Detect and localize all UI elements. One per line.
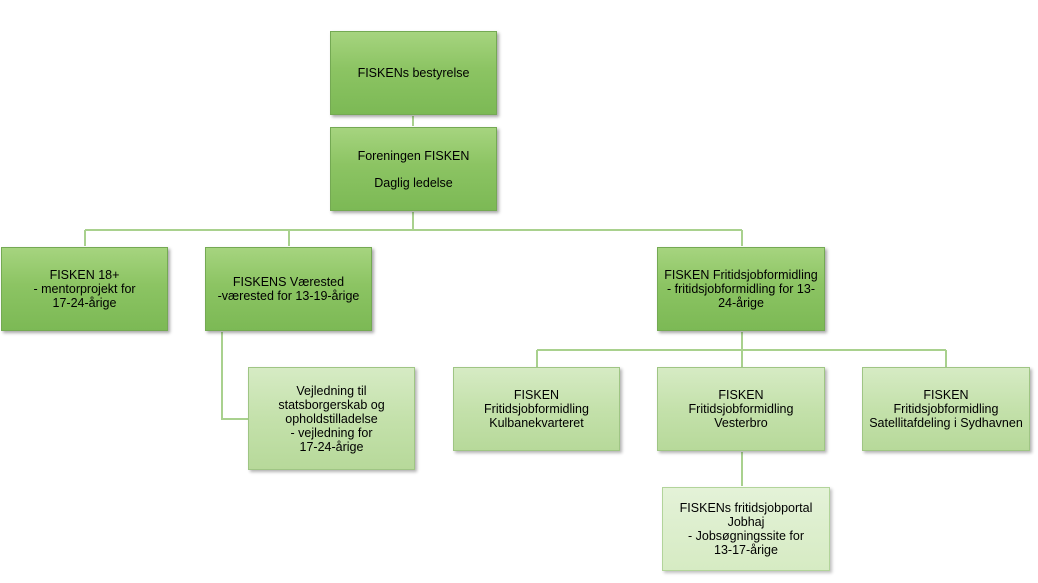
vaerested-title: FISKENS Værested [232, 275, 345, 289]
management-sub: Daglig ledelse [374, 175, 453, 190]
jobhaj-desc-1: - Jobsøgningssite for [687, 529, 805, 543]
vaerested-box: FISKENS Værested -værested for 13-19-åri… [205, 247, 372, 331]
management-name: Foreningen FISKEN [357, 148, 470, 163]
vejledning-title-1: Vejledning til [296, 383, 367, 398]
jobhaj-desc-2: 13-17-årige [714, 543, 778, 557]
sydhavnen-box: FISKEN Fritidsjobformidling Satellitafde… [862, 367, 1030, 451]
vejledning-title-3: opholdstilladelse [285, 411, 378, 426]
kulbane-line-2: Fritidsjobformidling [484, 402, 589, 416]
connector-vaerested-vejledning [221, 332, 248, 420]
sydhavnen-line-3: Satellitafdeling i Sydhavnen [869, 416, 1023, 430]
fisken18-title: FISKEN 18+ [49, 268, 120, 282]
kulbane-box: FISKEN Fritidsjobformidling Kulbanekvart… [453, 367, 620, 451]
vaerested-desc: -værested for 13-19-årige [217, 289, 360, 303]
vesterbro-line-1: FISKEN [718, 388, 764, 402]
fritid-box: FISKEN Fritidsjobformidling - fritidsjob… [657, 247, 825, 331]
jobhaj-box: FISKENs fritidsjobportal Jobhaj - Jobsøg… [662, 487, 830, 571]
jobhaj-title-2: Jobhaj [727, 515, 765, 529]
fisken18-box: FISKEN 18+ - mentorprojekt for 17-24-åri… [1, 247, 168, 331]
vesterbro-box: FISKEN Fritidsjobformidling Vesterbro [657, 367, 825, 451]
vejledning-desc-2: 17-24-årige [299, 439, 364, 454]
vesterbro-line-2: Fritidsjobformidling [688, 402, 794, 416]
management-box: Foreningen FISKEN Daglig ledelse [330, 127, 497, 211]
vejledning-desc-1: - vejledning for [290, 425, 373, 440]
board-box: FISKENs bestyrelse [330, 31, 497, 115]
fisken18-desc-1: - mentorprojekt for [33, 282, 136, 296]
fisken18-desc-2: 17-24-årige [52, 296, 117, 310]
board-title: FISKENs bestyrelse [357, 66, 470, 80]
sydhavnen-line-1: FISKEN [923, 388, 969, 402]
vesterbro-line-3: Vesterbro [714, 416, 768, 430]
vejledning-title-2: statsborgerskab og [278, 397, 385, 412]
fritid-desc-2: 24-årige [718, 296, 764, 310]
jobhaj-title-1: FISKENs fritidsjobportal [679, 501, 813, 515]
vejledning-box: Vejledning til statsborgerskab og ophold… [248, 367, 415, 470]
fritid-title: FISKEN Fritidsjobformidling [664, 268, 818, 282]
kulbane-line-1: FISKEN [513, 388, 560, 402]
fritid-desc-1: - fritidsjobformidling for 13- [667, 282, 815, 296]
kulbane-line-3: Kulbanekvarteret [489, 416, 584, 430]
sydhavnen-line-2: Fritidsjobformidling [893, 402, 999, 416]
